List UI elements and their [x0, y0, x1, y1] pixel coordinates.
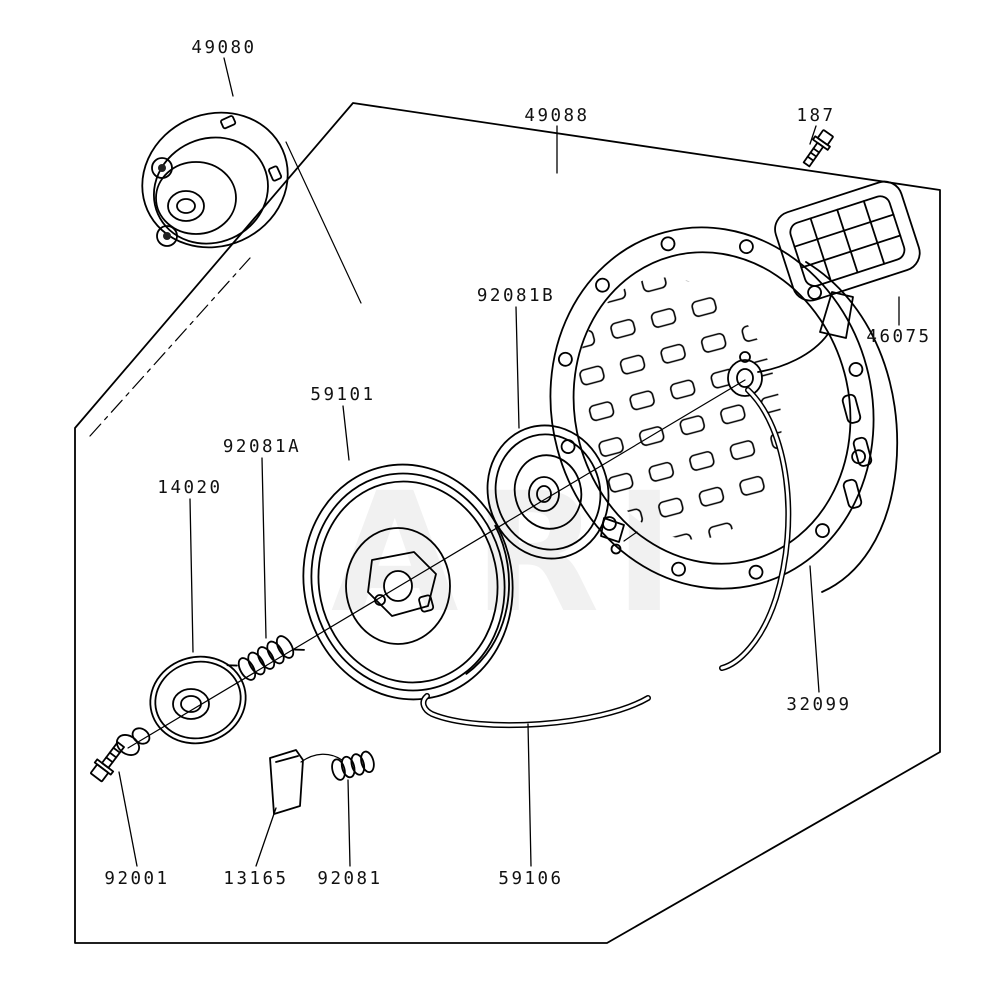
part-49080-drawing	[141, 111, 362, 304]
part-187-drawing	[802, 129, 834, 168]
part-labels: 49080 49088 187 46075 92081B 59101 92081…	[104, 38, 931, 889]
part-92081A-drawing	[226, 635, 305, 681]
handle-rope	[757, 333, 829, 373]
part-label-49088: 49088	[524, 106, 589, 126]
part-14020-drawing	[149, 655, 247, 745]
diagram-border	[74, 102, 941, 944]
part-label-59101: 59101	[310, 385, 375, 405]
housing-side-slots	[841, 393, 873, 509]
reel-pawl	[367, 551, 437, 617]
part-label-14020: 14020	[157, 478, 222, 498]
part-92001-drawing	[90, 727, 151, 783]
leader-lines	[118, 57, 900, 867]
part-label-46075: 46075	[866, 327, 931, 347]
part-label-49080: 49080	[191, 38, 256, 58]
part-13165-drawing	[269, 749, 343, 815]
part-label-59106: 59106	[498, 869, 563, 889]
friction-clip	[600, 517, 625, 543]
part-label-92081B: 92081B	[477, 286, 555, 306]
part-label-92001: 92001	[104, 869, 169, 889]
part-label-92081: 92081	[317, 869, 382, 889]
guide-wire	[300, 753, 343, 763]
assembly-axis-line	[127, 379, 746, 749]
part-label-187: 187	[796, 106, 835, 126]
housing-hub	[727, 359, 763, 397]
part-46075-drawing	[757, 180, 921, 373]
part-92081B-drawing	[486, 424, 638, 560]
part-59106-rope	[420, 693, 651, 729]
part-label-13165: 13165	[223, 869, 288, 889]
pointer-line-49080	[285, 141, 362, 304]
centerline-dashdot	[89, 257, 251, 437]
part-92081-drawing	[331, 750, 375, 781]
handle-ferrule	[819, 291, 854, 339]
part-label-92081A: 92081A	[223, 437, 301, 457]
part-49088-drawing	[549, 226, 899, 593]
part-label-32099: 32099	[786, 695, 851, 715]
part-32099-rope	[719, 387, 792, 671]
